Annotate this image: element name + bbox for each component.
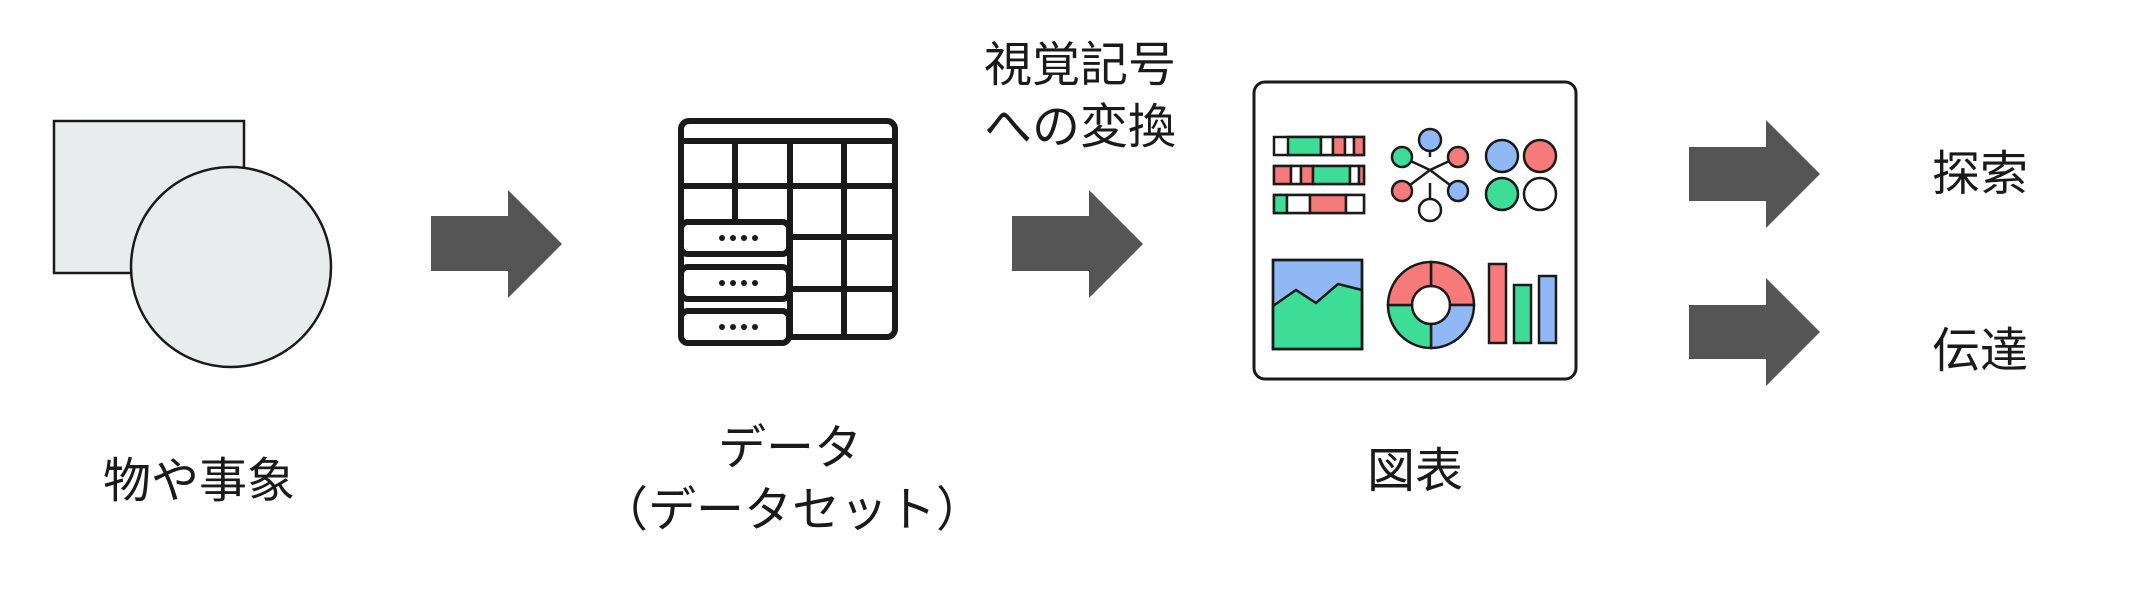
output-label-explore: 探索: [1931, 146, 2028, 202]
stacked-bars-icon: [1272, 135, 1366, 215]
bar-chart-icon: [1487, 262, 1558, 345]
stage-label-data: データ （データセット）: [600, 417, 985, 541]
transform-label: 視覚記号 への変換: [960, 34, 1200, 158]
dataset-icon: [678, 118, 898, 346]
circle-shape: [129, 165, 333, 369]
network-graph-icon: [1390, 127, 1470, 223]
transform-label-line2: への変換: [983, 99, 1176, 155]
output-label-communicate: 伝達: [1931, 323, 2028, 379]
bubble-grid-icon: [1484, 138, 1558, 212]
stage-label-objects: 物や事象: [102, 453, 295, 509]
area-chart-icon: [1271, 258, 1364, 351]
donut-chart-icon: [1386, 260, 1476, 350]
transform-label-line1: 視覚記号: [983, 37, 1176, 93]
charts-panel: [1252, 80, 1578, 381]
flow-arrow-1: [431, 190, 562, 298]
stage-label-data-line1: データ: [717, 420, 862, 476]
output-arrow-explore: [1689, 120, 1820, 228]
stage-label-data-line2: （データセット）: [600, 482, 985, 538]
stage-label-chart: 図表: [1366, 443, 1463, 499]
flow-arrow-2: [1012, 190, 1143, 298]
objects-icon: [52, 119, 333, 369]
server-dots: [719, 235, 758, 330]
output-arrow-communicate: [1689, 278, 1820, 386]
